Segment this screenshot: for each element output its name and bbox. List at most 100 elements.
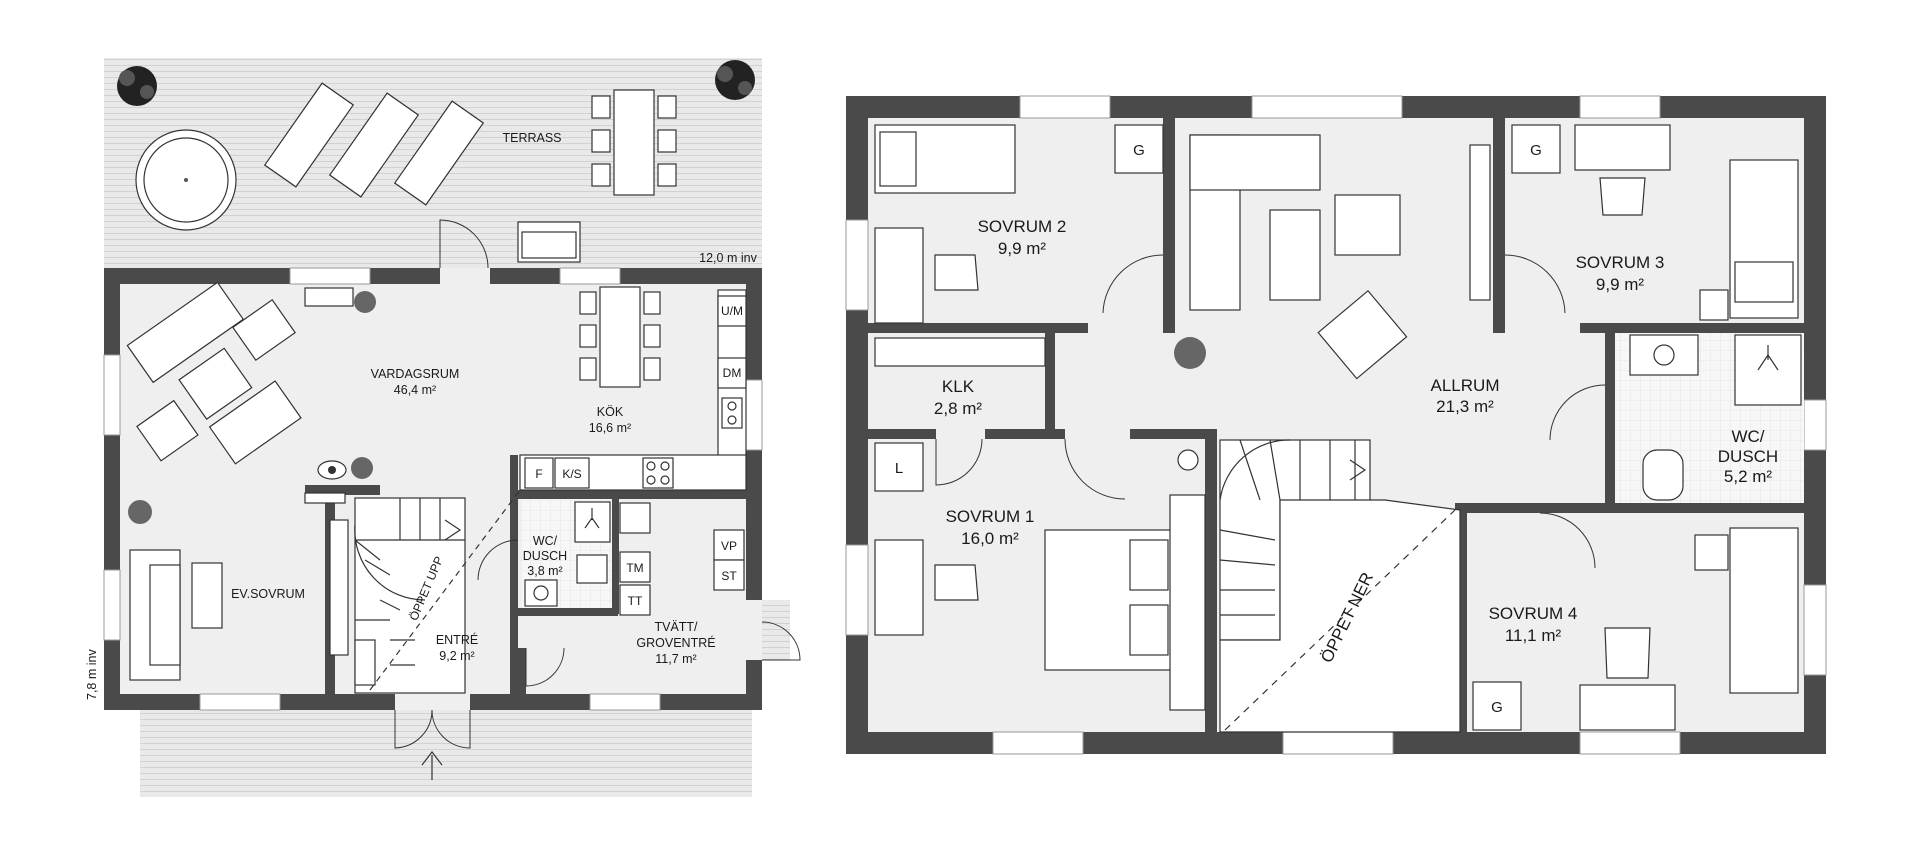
coffee-table bbox=[191, 562, 223, 629]
wall bbox=[518, 608, 618, 616]
desk-chair bbox=[934, 254, 979, 291]
open-below-diagonal bbox=[1224, 509, 1456, 731]
sink-bowl bbox=[727, 401, 737, 411]
wc-sink-bowl bbox=[1653, 344, 1675, 366]
um-label: U/M bbox=[721, 304, 743, 318]
window bbox=[1803, 584, 1827, 676]
plant-icon bbox=[351, 457, 373, 479]
door-swing bbox=[1102, 254, 1164, 314]
wc-ground-name-2: DUSCH bbox=[523, 549, 567, 563]
armchair bbox=[1334, 194, 1401, 256]
sovrum2-area: 9,9 m² bbox=[998, 239, 1047, 258]
wall bbox=[1130, 429, 1213, 439]
corner-sofa-back bbox=[1189, 134, 1321, 191]
outdoor-grill bbox=[517, 221, 581, 263]
wall bbox=[868, 429, 936, 439]
terrace-door-swing bbox=[439, 219, 489, 269]
wc-door-swing bbox=[477, 539, 519, 581]
sovrum1-area: 16,0 m² bbox=[961, 529, 1019, 548]
front-porch-deck bbox=[140, 710, 752, 797]
window bbox=[289, 267, 371, 285]
tvatt-name-2: GROVENTRÉ bbox=[636, 635, 715, 650]
bed-pillow bbox=[879, 131, 917, 187]
desk bbox=[874, 227, 924, 324]
bedside-table bbox=[1699, 289, 1729, 321]
door-swing bbox=[1549, 384, 1606, 441]
wall bbox=[1045, 333, 1055, 433]
wc-sink bbox=[1629, 334, 1699, 376]
bed-pillow bbox=[1129, 539, 1169, 591]
wardrobe-g-label: G bbox=[1530, 142, 1542, 159]
vardagsrum-area: 46,4 m² bbox=[394, 383, 436, 397]
desk bbox=[1574, 124, 1671, 171]
bed-pillow bbox=[1694, 534, 1729, 571]
wc-ground-area: 3,8 m² bbox=[527, 564, 562, 578]
klk-area: 2,8 m² bbox=[934, 399, 983, 418]
st-box bbox=[713, 559, 745, 591]
sink bbox=[721, 397, 743, 429]
sovrum2-name: SOVRUM 2 bbox=[978, 217, 1067, 236]
st-label: ST bbox=[721, 569, 737, 583]
vardagsrum-name: VARDAGSRUM bbox=[371, 367, 460, 381]
wall bbox=[985, 429, 1065, 439]
bed-pillow bbox=[1734, 261, 1794, 303]
sovrum3-name: SOVRUM 3 bbox=[1576, 253, 1665, 272]
sovrum1-name: SOVRUM 1 bbox=[946, 507, 1035, 526]
wc-ground-name-1: WC/ bbox=[533, 534, 558, 548]
wall bbox=[1580, 323, 1804, 333]
desk-chair bbox=[1604, 627, 1651, 679]
plant-icon bbox=[715, 60, 755, 100]
entrance-arrow-icon bbox=[421, 751, 443, 780]
upper-floor-plan: G SOVRUM 2 9,9 m² ALLRUM 21,3 m² G SOVRU… bbox=[845, 95, 1827, 755]
window bbox=[589, 693, 661, 711]
wall bbox=[510, 455, 518, 695]
stove-icon bbox=[642, 457, 674, 489]
kok-area: 16,6 m² bbox=[589, 421, 631, 435]
plant-icon bbox=[354, 291, 376, 313]
wardrobe-l bbox=[874, 442, 924, 492]
window bbox=[559, 267, 621, 285]
door-swing bbox=[1504, 254, 1566, 314]
window bbox=[1019, 95, 1111, 119]
window bbox=[199, 693, 281, 711]
door-swing bbox=[1539, 512, 1596, 569]
terrace-dining-table bbox=[591, 89, 677, 196]
plant-icon bbox=[117, 66, 157, 106]
um-cabinet bbox=[717, 295, 747, 327]
window bbox=[992, 731, 1084, 755]
entre-area: 9,2 m² bbox=[439, 649, 474, 663]
bench bbox=[354, 639, 376, 686]
wall bbox=[1493, 118, 1505, 333]
wall bbox=[1460, 503, 1804, 513]
coffee-table bbox=[1269, 209, 1321, 301]
allrum-name: ALLRUM bbox=[1431, 376, 1500, 395]
entre-name: ENTRÉ bbox=[436, 632, 478, 647]
f-label: F bbox=[535, 467, 542, 481]
terrace-label: TERRASS bbox=[502, 131, 561, 145]
wall bbox=[510, 490, 746, 499]
ev-sovrum-name: EV.SOVRUM bbox=[231, 587, 305, 601]
front-door-opening bbox=[395, 694, 470, 710]
window bbox=[745, 379, 763, 451]
tvatt-name-1: TVÄTT/ bbox=[654, 620, 698, 634]
armchair bbox=[1317, 289, 1408, 380]
wall bbox=[868, 323, 1088, 333]
open-above-diagonal bbox=[369, 489, 521, 691]
kok-name: KÖK bbox=[597, 405, 624, 419]
wc-upper-name-1: WC/ bbox=[1731, 427, 1764, 446]
tv-bench bbox=[1469, 144, 1491, 301]
tv-bench bbox=[304, 492, 346, 504]
ks-cabinet bbox=[554, 457, 590, 489]
dm-label: DM bbox=[723, 366, 742, 380]
closet-shelf bbox=[874, 337, 1046, 367]
laundry-door-swing bbox=[525, 647, 565, 687]
wc-upper-area: 5,2 m² bbox=[1724, 467, 1773, 486]
bed bbox=[1729, 527, 1799, 694]
sink-bowl bbox=[727, 415, 737, 425]
desk-chair bbox=[1599, 177, 1646, 216]
tt-box bbox=[619, 584, 651, 616]
tm-box bbox=[619, 551, 651, 583]
window bbox=[845, 219, 869, 311]
laundry-sink bbox=[619, 502, 651, 534]
